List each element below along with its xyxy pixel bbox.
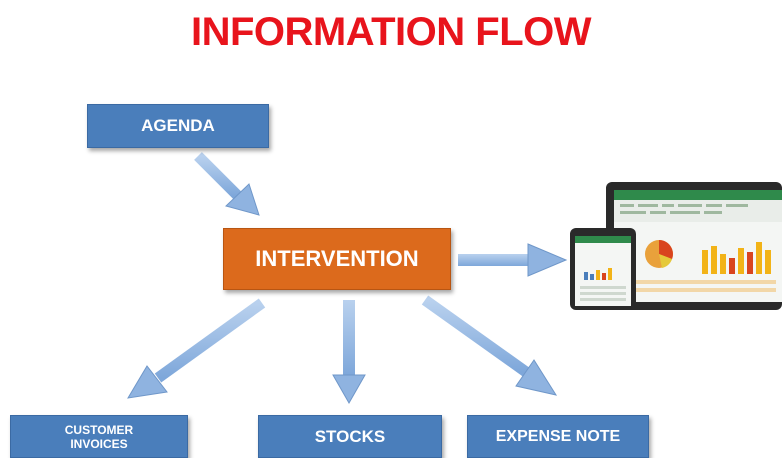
dashboard-devices-image — [570, 182, 782, 310]
arrow-intervention-to-devices-icon — [458, 243, 568, 277]
arrow-agenda-to-intervention-icon — [194, 152, 260, 216]
stocks-label: STOCKS — [314, 426, 386, 446]
stocks-box: STOCKS — [258, 415, 442, 458]
arrow-intervention-to-invoices-icon — [127, 298, 266, 399]
arrow-intervention-to-stocks-icon — [332, 300, 366, 405]
customer-invoices-box: CUSTOMER INVOICES — [10, 415, 188, 458]
agenda-label: AGENDA — [141, 116, 215, 135]
customer-invoices-label-line1: CUSTOMER — [64, 422, 134, 437]
arrow-intervention-to-expense-icon — [421, 295, 558, 396]
expense-note-label: EXPENSE NOTE — [495, 427, 621, 445]
intervention-label: INTERVENTION — [255, 246, 419, 271]
diagram-title: INFORMATION FLOW — [190, 10, 592, 54]
expense-note-box: EXPENSE NOTE — [467, 415, 649, 458]
agenda-box: AGENDA — [87, 104, 269, 148]
phone-screen — [575, 236, 631, 306]
customer-invoices-label-line2: INVOICES — [70, 436, 128, 451]
intervention-box: INTERVENTION — [223, 228, 451, 290]
